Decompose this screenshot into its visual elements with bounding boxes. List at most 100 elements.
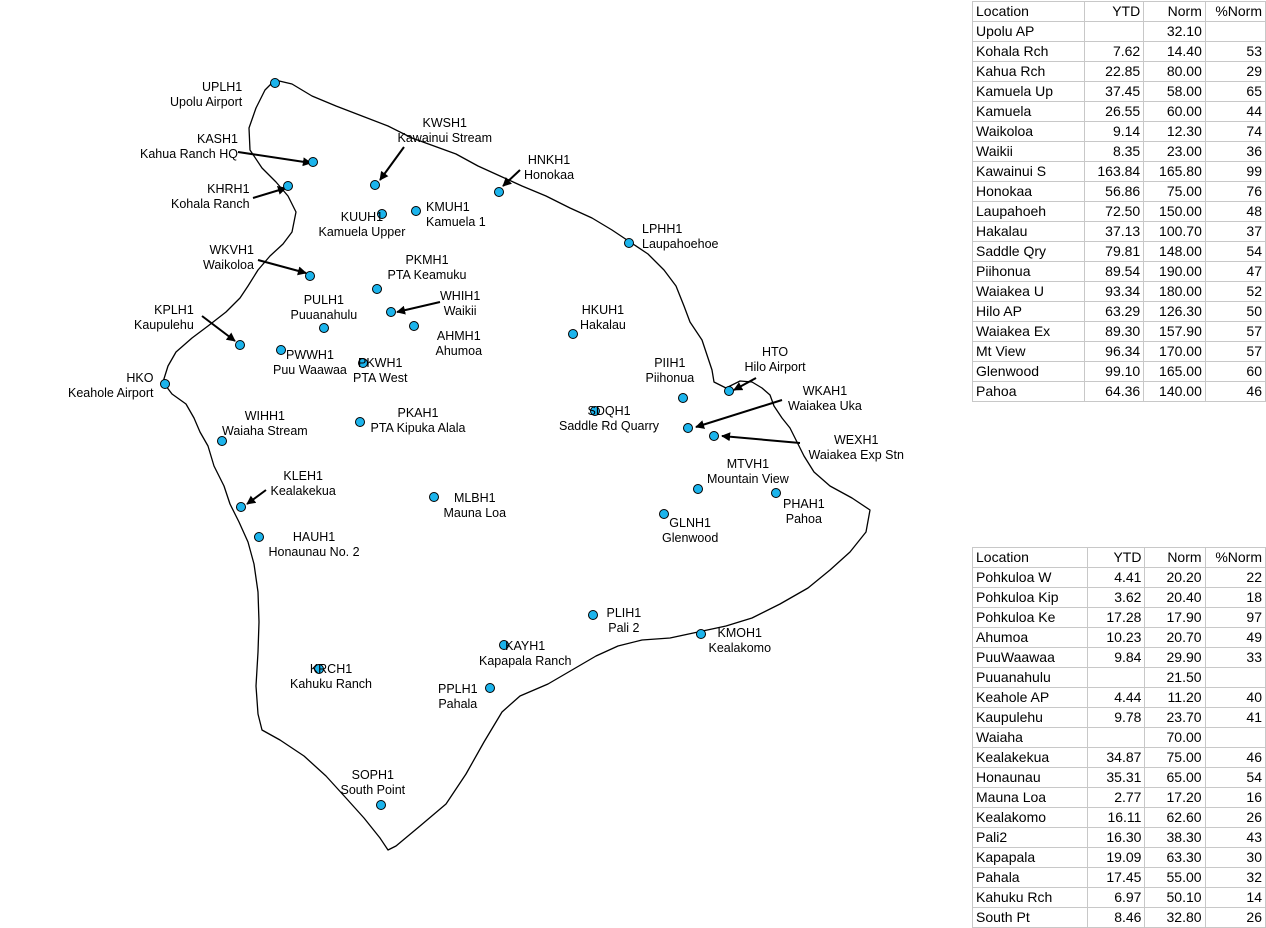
- station-marker-pplh1: [485, 683, 495, 693]
- column-header: %Norm: [1204, 1, 1266, 22]
- table-cell: 17.90: [1144, 607, 1206, 628]
- table-cell: 21.50: [1144, 667, 1206, 688]
- station-marker-ahmh1: [409, 321, 419, 331]
- station-name: Puuanahulu: [290, 308, 358, 322]
- table-cell: 37.13: [1084, 221, 1145, 242]
- column-header: YTD: [1084, 1, 1145, 22]
- table-cell: 56.86: [1084, 181, 1145, 202]
- table-cell: 9.78: [1087, 707, 1146, 728]
- station-code: PKMH1: [405, 253, 449, 267]
- station-marker-phah1: [771, 488, 781, 498]
- table-cell: 64.36: [1084, 381, 1145, 402]
- table-cell: 60.00: [1143, 101, 1206, 122]
- station-code: WEXH1: [833, 433, 879, 447]
- table-cell: 20.70: [1144, 627, 1206, 648]
- station-marker-kmoh1: [696, 629, 706, 639]
- table-cell: 100.70: [1143, 221, 1206, 242]
- table-cell: Kawainui S: [971, 161, 1086, 182]
- table-cell: 36: [1204, 141, 1266, 162]
- table-cell: 26: [1204, 807, 1266, 828]
- station-code: WHIH1: [440, 289, 481, 303]
- table-cell: 9.14: [1084, 121, 1145, 142]
- station-name: PTA Kipuka Alala: [370, 421, 466, 435]
- station-code: PULH1: [303, 293, 345, 307]
- station-name: Honaunau No. 2: [268, 545, 360, 559]
- station-code: PLIH1: [606, 606, 642, 620]
- table-cell: 14.40: [1143, 41, 1206, 62]
- table-cell: Kamuela Up: [971, 81, 1086, 102]
- column-header: Norm: [1143, 1, 1206, 22]
- station-marker-mtvh1: [693, 484, 703, 494]
- station-name: Kaupulehu: [134, 318, 194, 332]
- station-marker-hnkh1: [494, 187, 504, 197]
- station-code: HNKH1: [527, 153, 571, 167]
- station-name: Kamuela 1: [426, 215, 486, 229]
- station-marker-wexh1: [709, 431, 719, 441]
- table-cell: Pali2: [971, 827, 1089, 848]
- table-cell: Laupahoeh: [971, 201, 1086, 222]
- table-cell: 52: [1204, 281, 1266, 302]
- table-cell: 49: [1204, 627, 1266, 648]
- station-code: PWWH1: [285, 348, 334, 362]
- station-code: PKWH1: [357, 356, 403, 370]
- station-code: SDQH1: [587, 404, 631, 418]
- station-code: HAUH1: [292, 530, 336, 544]
- station-marker-pwwh1: [276, 345, 286, 355]
- table-cell: 23.70: [1144, 707, 1206, 728]
- column-header: %Norm: [1204, 547, 1266, 568]
- table-cell: 75.00: [1143, 181, 1206, 202]
- table-cell: Kahua Rch: [971, 61, 1086, 82]
- table-cell: Pahoa: [971, 381, 1086, 402]
- table-cell: Mt View: [971, 341, 1086, 362]
- table-cell: 11.20: [1144, 687, 1206, 708]
- table-cell: 3.62: [1087, 587, 1146, 608]
- table-cell: 65: [1204, 81, 1266, 102]
- station-marker-krch1: [314, 664, 324, 674]
- table-cell: 32.80: [1144, 907, 1206, 928]
- station-name: PTA West: [353, 371, 408, 385]
- table-cell: 32.10: [1143, 21, 1206, 42]
- table-cell: 96.34: [1084, 341, 1145, 362]
- table-cell: Pahala: [971, 867, 1089, 888]
- station-marker-kplh1: [235, 340, 245, 350]
- table-cell: 20.40: [1144, 587, 1206, 608]
- table-cell: 165.80: [1143, 161, 1206, 182]
- table-cell: 41: [1204, 707, 1266, 728]
- table-cell: Mauna Loa: [971, 787, 1089, 808]
- table-cell: 57: [1204, 321, 1266, 342]
- table-cell: 22: [1204, 567, 1266, 588]
- table-cell: Pohkuloa Ke: [971, 607, 1089, 628]
- station-marker-wihh1: [217, 436, 227, 446]
- station-marker-plih1: [588, 610, 598, 620]
- table-cell: 44: [1204, 101, 1266, 122]
- table-cell: 58.00: [1143, 81, 1206, 102]
- table-cell: 26.55: [1084, 101, 1145, 122]
- station-marker-hto: [724, 386, 734, 396]
- station-code: AHMH1: [436, 329, 481, 343]
